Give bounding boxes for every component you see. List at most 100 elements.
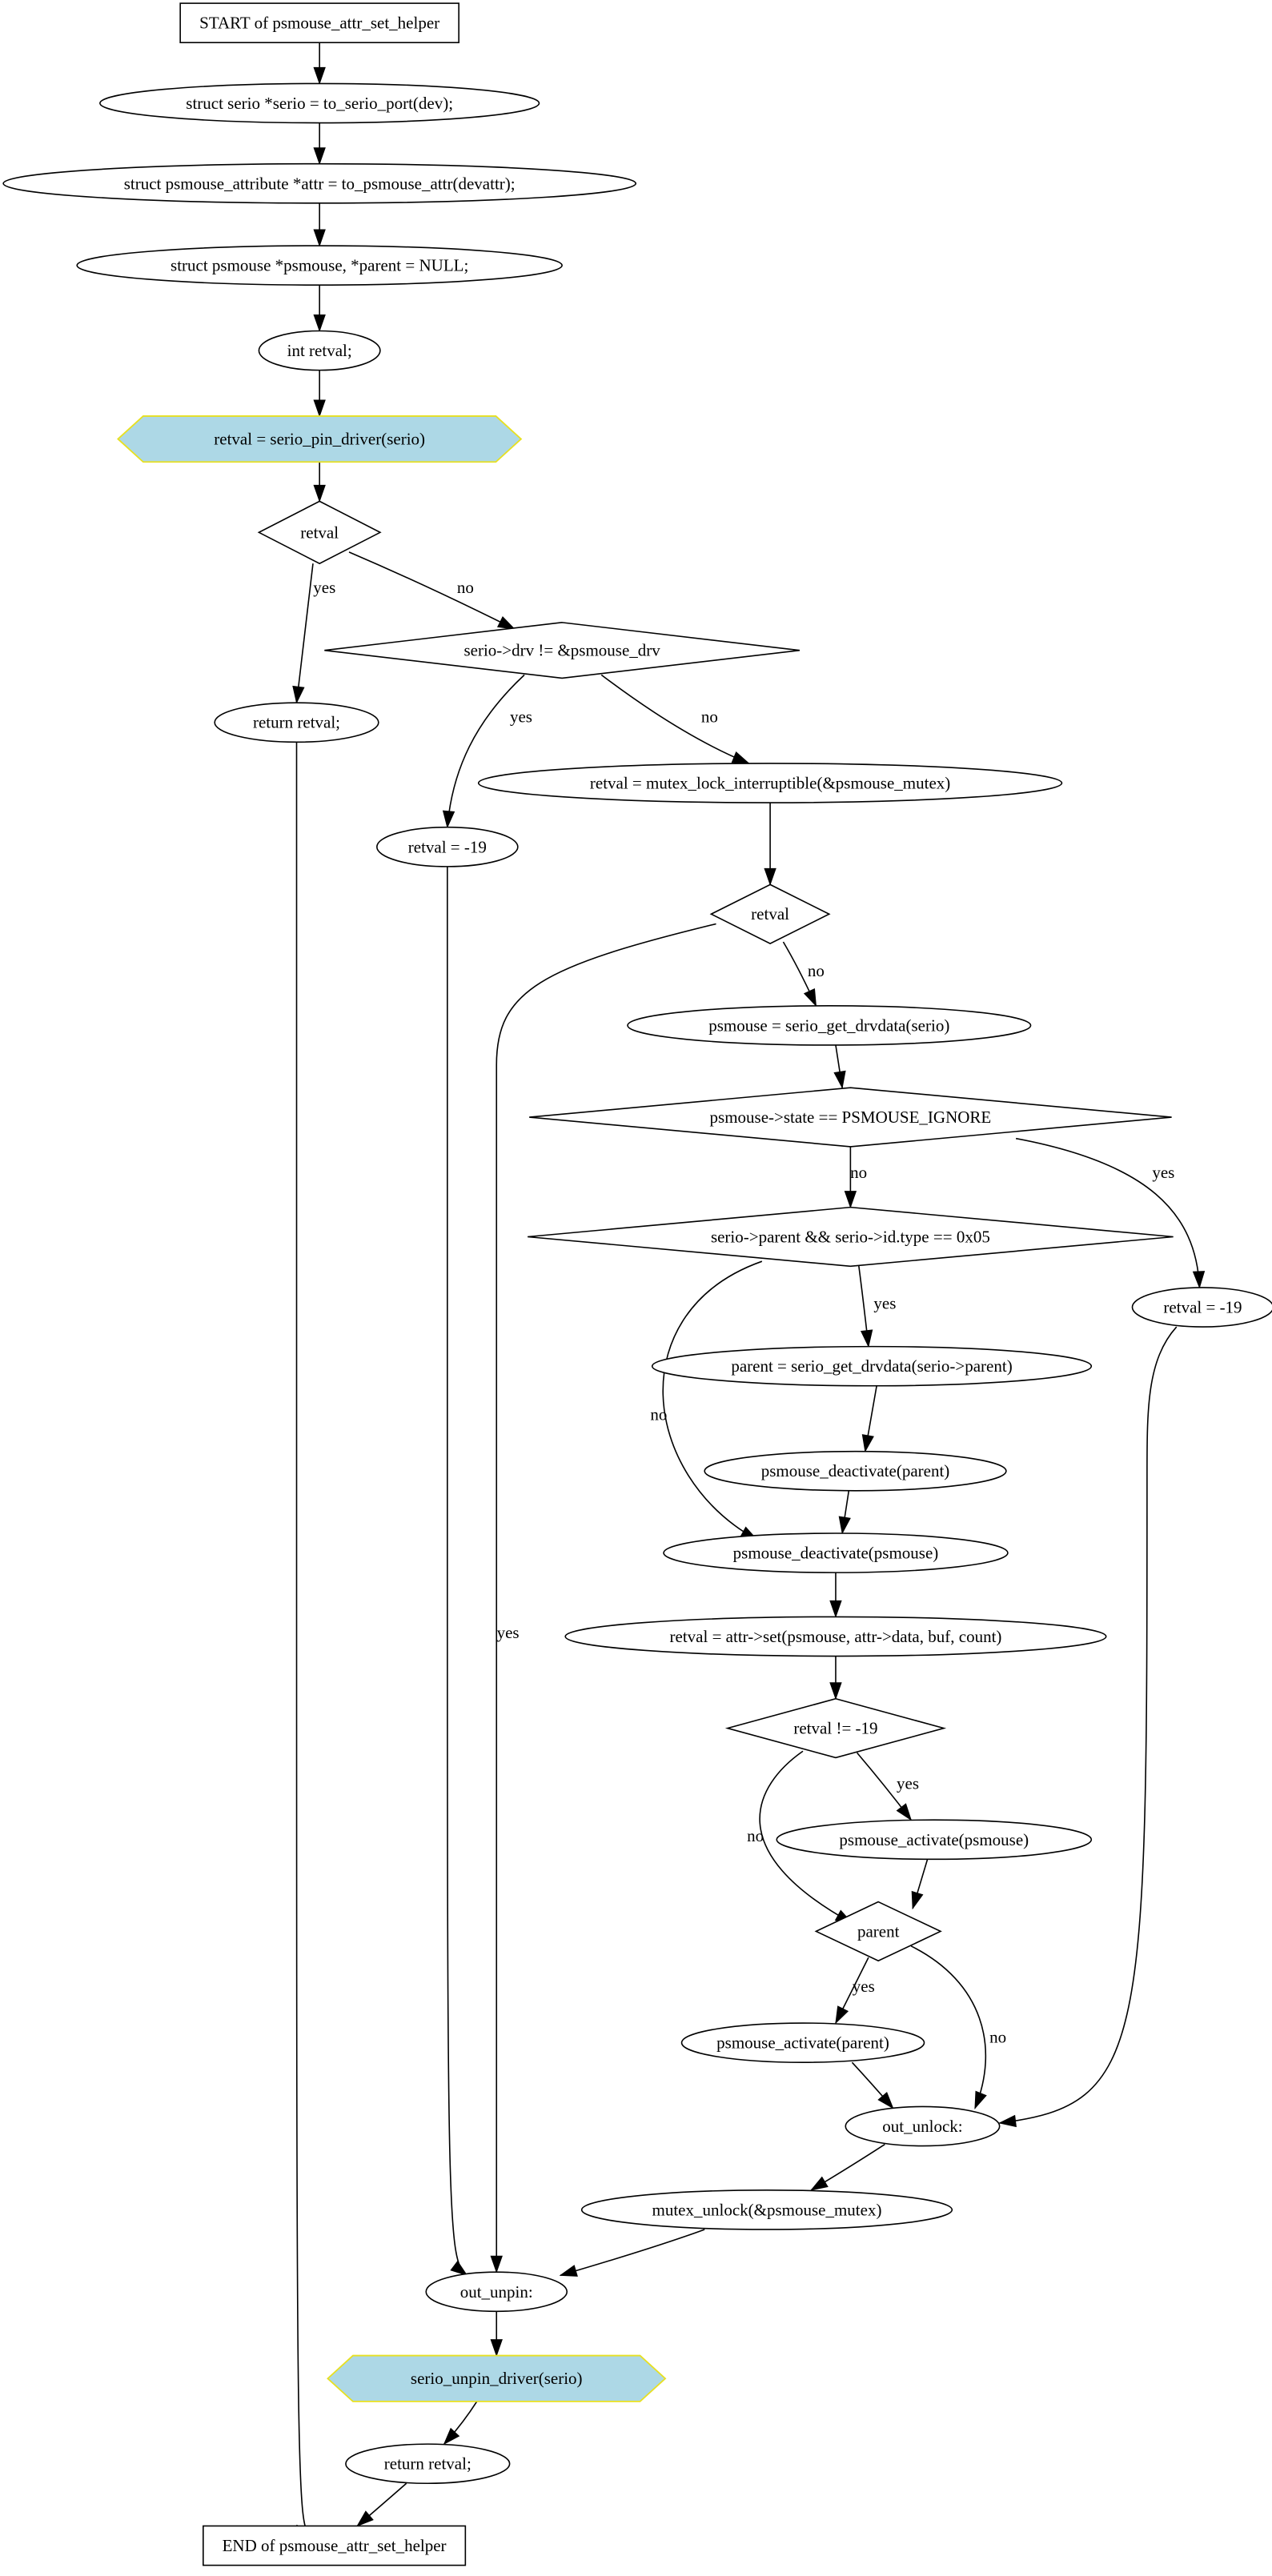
n-m19a-shape xyxy=(376,826,519,867)
d-parent-type-label: serio->parent && serio->id.type == 0x05 xyxy=(711,1227,990,1246)
node-end: END of psmouse_attr_set_helper xyxy=(203,2525,467,2566)
edge-unpin-ret2 xyxy=(443,2401,478,2446)
edge-line xyxy=(662,1260,763,1540)
node-d-drv: serio->drv != &psmouse_drv xyxy=(324,622,801,679)
edge-label-par-no: no xyxy=(989,2028,1006,2047)
n-unlock-label: mutex_unlock(&psmouse_mutex) xyxy=(652,2200,882,2219)
d-parent-label: parent xyxy=(857,1921,900,1941)
arrowhead xyxy=(313,66,326,85)
arrowhead xyxy=(313,399,326,418)
n-ret1-label: return retval; xyxy=(253,713,340,732)
node-n-deact-parent: psmouse_deactivate(parent) xyxy=(704,1450,1007,1492)
arrowhead xyxy=(911,1890,924,1910)
edge-ret2-end xyxy=(356,2482,407,2527)
edge-serio-attr xyxy=(313,122,326,166)
edge-label-drv-no: no xyxy=(701,707,718,727)
edge-line xyxy=(447,674,525,827)
end-shape xyxy=(203,2525,467,2566)
n-m19b-shape xyxy=(1131,1287,1272,1328)
arrowhead xyxy=(313,314,326,333)
edge-outunpin-unpin xyxy=(490,2311,503,2358)
node-n-act-parent: psmouse_activate(parent) xyxy=(680,2022,925,2063)
edge-par-outunlock xyxy=(910,1945,987,2109)
arrowhead xyxy=(1192,1271,1206,1289)
edge-r2-outunpin xyxy=(490,923,716,2274)
node-n-set: retval = attr->set(psmouse, attr->data, … xyxy=(564,1616,1107,1657)
arrowhead xyxy=(490,2339,503,2358)
node-n-ret2: return retval; xyxy=(345,2443,511,2485)
edge-line xyxy=(1015,1137,1201,1288)
n-unpin-shape xyxy=(327,2354,667,2402)
n-out-unlock-label: out_unlock: xyxy=(882,2117,962,2136)
node-n-m19a: retval = -19 xyxy=(376,826,519,867)
arrowhead xyxy=(896,1803,913,1821)
d-ne19-shape xyxy=(724,1697,947,1759)
start-label: START of psmouse_attr_set_helper xyxy=(199,14,439,33)
d-retval1-shape xyxy=(257,500,382,565)
d-state-shape xyxy=(529,1087,1172,1148)
arrowhead xyxy=(496,615,516,630)
edge-getdrv-state xyxy=(833,1044,846,1089)
edge-dparent-dpsm xyxy=(838,1490,851,1535)
edge-psm-int xyxy=(313,285,326,333)
edge-int-pin xyxy=(313,370,326,418)
edge-r1-drv xyxy=(348,551,516,630)
n-attr-shape xyxy=(2,162,637,204)
n-out-unpin-label: out_unpin: xyxy=(460,2282,533,2302)
edge-pin-r1 xyxy=(313,462,326,503)
edges-layer xyxy=(292,42,1206,2537)
n-act-psm-label: psmouse_activate(psmouse) xyxy=(839,1830,1029,1849)
node-n-deact-psm: psmouse_deactivate(psmouse) xyxy=(663,1532,1009,1573)
arrowhead xyxy=(490,2255,503,2274)
edge-line xyxy=(447,866,467,2276)
edge-line xyxy=(560,2229,705,2277)
n-mutex-shape xyxy=(477,763,1063,803)
d-retval2-label: retval xyxy=(751,904,789,923)
node-d-ne19: retval != -19 xyxy=(724,1697,947,1759)
edge-pget-dparent xyxy=(861,1385,877,1453)
d-retval1-label: retval xyxy=(300,523,339,542)
edge-label-pt-no: no xyxy=(650,1405,667,1424)
arrowhead xyxy=(838,1516,851,1535)
arrowhead xyxy=(764,867,776,886)
edge-label-r2-yes: yes xyxy=(497,1623,520,1642)
arrowhead xyxy=(861,1434,874,1453)
n-ret2-label: return retval; xyxy=(384,2454,471,2474)
n-deact-parent-shape xyxy=(704,1450,1007,1492)
node-n-out-unlock: out_unlock: xyxy=(845,2105,1001,2147)
node-d-parent: parent xyxy=(814,1901,942,1962)
edge-label-pt-yes: yes xyxy=(873,1294,896,1313)
edge-dpsm-set xyxy=(829,1572,842,1618)
n-deact-parent-label: psmouse_deactivate(parent) xyxy=(761,1461,950,1480)
n-deact-psm-shape xyxy=(663,1532,1009,1573)
edge-m19b-outunlock xyxy=(998,1326,1178,2128)
arrowhead xyxy=(998,2114,1017,2128)
d-retval2-shape xyxy=(709,883,831,944)
n-m19b-label: retval = -19 xyxy=(1163,1298,1242,1317)
edge-label-state-yes: yes xyxy=(1152,1163,1174,1182)
edge-state-m19b xyxy=(1015,1137,1206,1289)
edge-drv-m19a xyxy=(442,674,525,829)
n-set-label: retval = attr->set(psmouse, attr->data, … xyxy=(670,1627,1002,1646)
arrowhead xyxy=(877,2091,894,2109)
node-n-unlock: mutex_unlock(&psmouse_mutex) xyxy=(580,2189,953,2230)
n-set-shape xyxy=(564,1616,1107,1657)
edge-label-ne19-no: no xyxy=(747,1826,764,1845)
arrowhead xyxy=(974,2090,987,2109)
n-attr-label: struct psmouse_attribute *attr = to_psmo… xyxy=(124,174,516,193)
edge-line xyxy=(910,1945,987,2109)
edge-line xyxy=(348,551,516,630)
arrowhead xyxy=(833,1070,846,1089)
edge-label-drv-yes: yes xyxy=(510,707,532,727)
edge-label-par-yes: yes xyxy=(853,1977,875,1996)
d-parent-type-shape xyxy=(528,1206,1174,1268)
edge-ne19-actpsm xyxy=(856,1752,913,1821)
edge-line xyxy=(295,563,314,703)
edge-ret1-end xyxy=(294,742,313,2537)
n-deact-psm-label: psmouse_deactivate(psmouse) xyxy=(733,1544,939,1563)
edge-attr-psm xyxy=(313,202,326,247)
arrowhead xyxy=(313,147,326,166)
n-psm-shape xyxy=(76,245,563,286)
n-out-unpin-shape xyxy=(425,2271,568,2313)
arrowhead xyxy=(450,2260,468,2277)
